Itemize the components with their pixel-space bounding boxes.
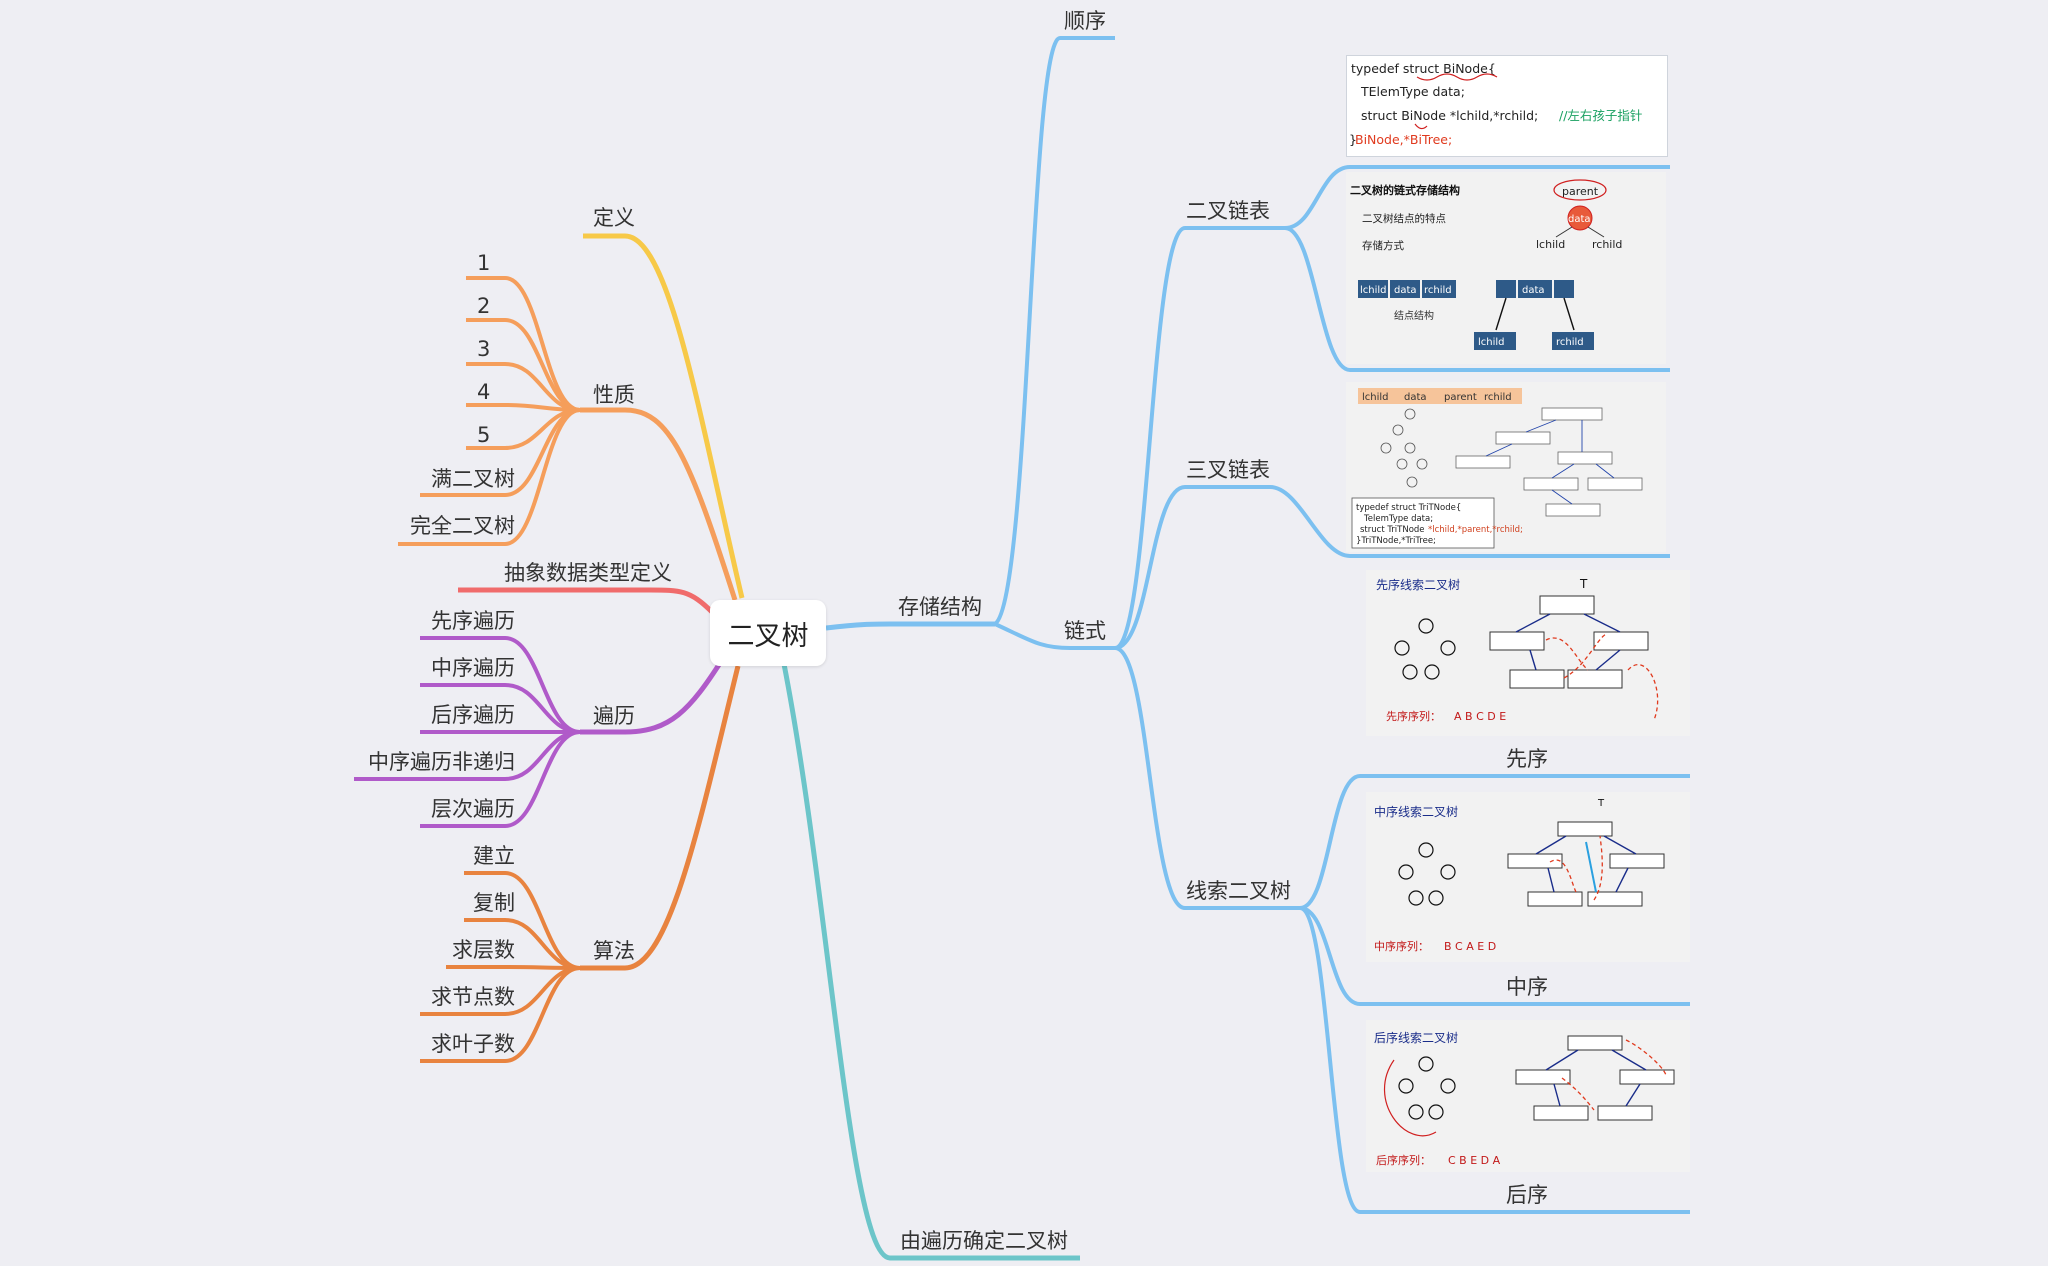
bl-rchild: rchild <box>1592 238 1622 251</box>
node-linked[interactable]: 链式 <box>1064 619 1106 643</box>
node-postorder-traversal[interactable]: 后序遍历 <box>431 703 515 727</box>
node-definition[interactable]: 定义 <box>593 206 635 230</box>
threaded-children <box>1299 774 1690 1214</box>
node-threaded-preorder[interactable]: 先序 <box>1506 747 1548 771</box>
code-line-3: struct BiNode *lchild,*rchild; <box>1361 108 1538 123</box>
traversal-children <box>354 636 581 828</box>
linked-children <box>1114 226 1300 910</box>
node-ternary-list[interactable]: 三叉链表 <box>1186 458 1270 482</box>
image-preorder-threaded: 先序线索二叉树 T 先序序列： A B C D E <box>1366 570 1690 736</box>
node-preorder-traversal[interactable]: 先序遍历 <box>431 609 515 633</box>
node-inorder-traversal[interactable]: 中序遍历 <box>431 656 515 680</box>
bl-title: 二叉树的链式存储结构 <box>1350 183 1460 197</box>
post-title: 后序线索二叉树 <box>1374 1030 1458 1045</box>
node-count-nodes[interactable]: 求节点数 <box>431 985 515 1009</box>
image-binary-list-structure: 二叉树的链式存储结构 二叉树结点的特点 存储方式 parent data lch… <box>1346 172 1666 364</box>
node-threaded-tree[interactable]: 线索二叉树 <box>1186 879 1291 903</box>
node-from-traversal[interactable]: 由遍历确定二叉树 <box>900 1229 1068 1253</box>
in-title: 中序线索二叉树 <box>1374 804 1458 819</box>
bl-box2-data: data <box>1522 285 1545 296</box>
post-seq-label: 后序序列： <box>1376 1153 1431 1167</box>
branch-traversal <box>580 658 725 735</box>
root-node[interactable]: 二叉树 <box>710 600 826 666</box>
branch-adt <box>458 587 714 614</box>
node-property-5[interactable]: 5 <box>477 423 491 447</box>
image-ternary-list: lchild data parent rchild typedef struct… <box>1346 382 1666 552</box>
list-image-links <box>1269 165 1670 558</box>
in-T: T <box>1597 798 1605 809</box>
tl-code-2: TelemType data; <box>1363 514 1433 524</box>
node-property-1[interactable]: 1 <box>477 251 491 275</box>
post-seq: C B E D A <box>1448 1154 1501 1167</box>
tl-code-3: struct TriTNode <box>1360 525 1425 535</box>
tl-code-3-fields: *lchild,*parent,*rchild; <box>1428 525 1523 535</box>
node-full-binary-tree[interactable]: 满二叉树 <box>431 467 515 491</box>
code-line-4: BiNode,*BiTree; <box>1355 132 1452 147</box>
node-threaded-inorder[interactable]: 中序 <box>1506 975 1548 999</box>
node-threaded-postorder[interactable]: 后序 <box>1506 1183 1548 1207</box>
node-level-order[interactable]: 层次遍历 <box>431 797 515 821</box>
node-complete-binary-tree[interactable]: 完全二叉树 <box>410 514 515 538</box>
in-seq: B C A E D <box>1444 940 1496 953</box>
branch-algorithms <box>580 665 741 971</box>
node-inorder-nonrecursive[interactable]: 中序遍历非递归 <box>368 750 515 774</box>
pre-title: 先序线索二叉树 <box>1376 577 1460 592</box>
bl-box-data: data <box>1394 285 1417 296</box>
branch-storage <box>825 621 995 631</box>
branch-linked <box>994 622 1115 650</box>
node-adt[interactable]: 抽象数据类型定义 <box>504 561 672 585</box>
bl-box-rchild: rchild <box>1424 285 1452 296</box>
bl-box3-rchild: rchild <box>1556 337 1584 348</box>
bl-lchild: lchild <box>1536 238 1565 251</box>
bl-parent: parent <box>1562 185 1599 198</box>
image-inorder-threaded: 中序线索二叉树 T 中序序列： B C A E D <box>1366 792 1690 962</box>
code-line-4-brace: } <box>1349 132 1357 147</box>
node-properties[interactable]: 性质 <box>593 383 635 407</box>
tl-h-data: data <box>1404 392 1427 403</box>
bl-data: data <box>1568 214 1591 225</box>
branch-definition <box>583 233 745 599</box>
pre-seq: A B C D E <box>1454 710 1506 723</box>
code-line-1: typedef struct BiNode{ <box>1351 61 1496 76</box>
bl-method: 存储方式 <box>1362 239 1404 252</box>
node-sequential[interactable]: 顺序 <box>1064 9 1106 33</box>
code-line-3-comment: //左右孩子指针 <box>1559 108 1642 123</box>
node-copy[interactable]: 复制 <box>473 891 515 915</box>
node-binary-list[interactable]: 二叉链表 <box>1186 199 1270 223</box>
branch-sequential <box>993 36 1115 626</box>
image-binode-code: typedef struct BiNode{ TElemType data; s… <box>1346 55 1668 157</box>
node-algorithms[interactable]: 算法 <box>593 939 635 963</box>
node-count-leaves[interactable]: 求叶子数 <box>431 1032 515 1056</box>
pre-seq-label: 先序序列： <box>1386 709 1441 723</box>
properties-children <box>398 276 581 546</box>
node-build[interactable]: 建立 <box>473 844 515 868</box>
bl-box3-lchild: lchild <box>1478 337 1505 348</box>
pre-T: T <box>1579 577 1588 591</box>
tl-h-lchild: lchild <box>1362 392 1389 403</box>
node-depth[interactable]: 求层数 <box>452 938 515 962</box>
algorithms-children <box>420 871 581 1063</box>
node-property-3[interactable]: 3 <box>477 337 491 361</box>
node-traversal[interactable]: 遍历 <box>593 704 635 728</box>
node-property-2[interactable]: 2 <box>477 294 491 318</box>
tl-h-parent: parent <box>1444 392 1477 403</box>
bl-box-lchild: lchild <box>1360 285 1387 296</box>
code-line-2: TElemType data; <box>1360 84 1465 99</box>
bl-feature: 二叉树结点的特点 <box>1362 212 1446 225</box>
branch-properties <box>580 407 738 601</box>
tl-h-rchild: rchild <box>1484 392 1512 403</box>
image-postorder-threaded: 后序线索二叉树 后序序列： C B E D A <box>1366 1020 1690 1172</box>
branch-from-traversal <box>781 663 1080 1261</box>
root-label: 二叉树 <box>727 620 809 652</box>
in-seq-label: 中序序列： <box>1374 939 1429 953</box>
node-storage[interactable]: 存储结构 <box>898 595 982 619</box>
bl-node-caption: 结点结构 <box>1394 309 1434 322</box>
tl-code-4: }TriTNode,*TriTree; <box>1356 536 1436 546</box>
node-property-4[interactable]: 4 <box>477 380 491 404</box>
tl-code-1: typedef struct TriTNode{ <box>1356 503 1461 513</box>
